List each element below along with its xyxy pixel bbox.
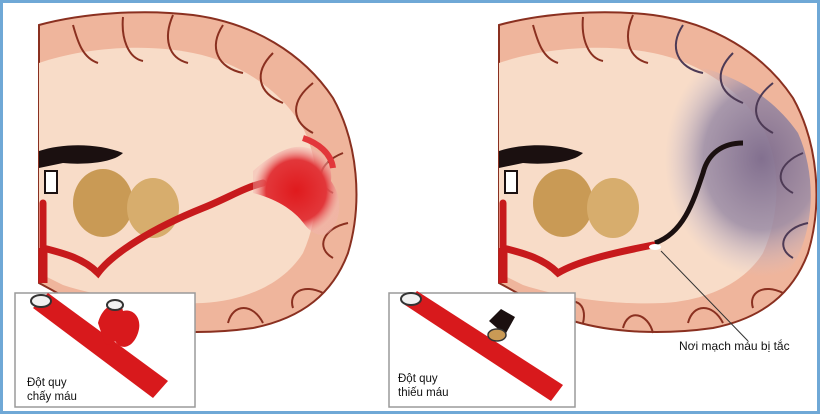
right-brain-section	[499, 12, 816, 341]
left-inset-label-line2: chấy máu	[27, 391, 77, 404]
blockage-callout-label: Nơi mạch máu bị tắc	[679, 339, 790, 353]
left-brain-section	[39, 12, 356, 333]
right-inset-label-line1: Đột quy	[398, 373, 438, 386]
right-inset-label-line2: thiếu máu	[398, 387, 449, 400]
left-inset-label-line1: Đột quy	[27, 377, 67, 390]
left-basal-ganglia	[73, 169, 133, 237]
left-midline-mark	[45, 171, 57, 193]
right-basal-ganglia	[533, 169, 593, 237]
right-midline-mark	[505, 171, 517, 193]
blockage-point	[649, 244, 661, 250]
